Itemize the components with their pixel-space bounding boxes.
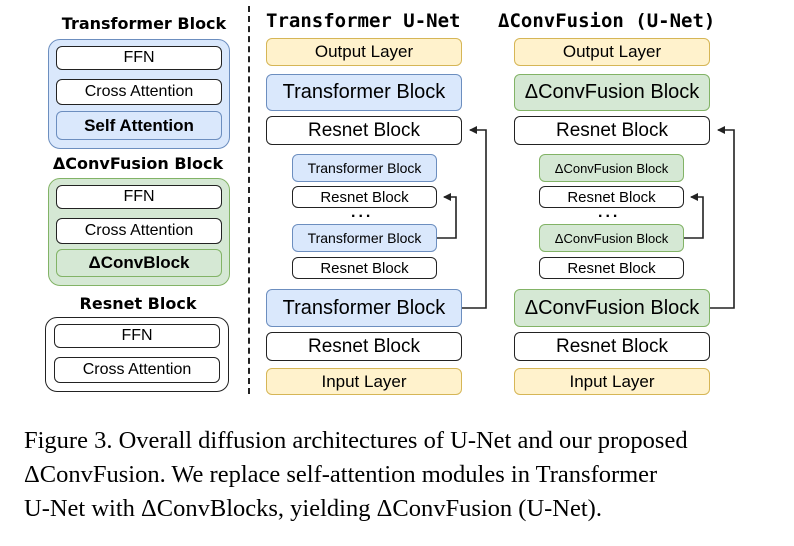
tu-inner-resnet-block-2: Resnet Block xyxy=(292,257,437,279)
cu-input-layer: Input Layer xyxy=(514,368,710,395)
convfusion-unet-title: ΔConvFusion (U-Net) xyxy=(498,10,716,32)
resnet-block-heading: Resnet Block xyxy=(79,294,197,313)
cu-bottom-resnet-block: Resnet Block xyxy=(514,332,710,361)
tu-bottom-resnet-block: Resnet Block xyxy=(266,332,462,361)
legend-cf-ffn: FFN xyxy=(56,185,222,209)
cu-output-layer: Output Layer xyxy=(514,38,710,66)
legend-cf-convblock: ΔConvBlock xyxy=(56,249,222,277)
cu-inner-convfusion-block-1: ΔConvFusion Block xyxy=(539,154,684,182)
tu-bottom-transformer-block: Transformer Block xyxy=(266,289,462,327)
legend-cf-cross-attention: Cross Attention xyxy=(56,218,222,244)
transformer-block-heading: Transformer Block xyxy=(61,14,227,33)
cu-inner-resnet-block-2: Resnet Block xyxy=(539,257,684,279)
caption-line-1: Figure 3. Overall diffusion architecture… xyxy=(24,427,688,454)
cu-ellipsis: ... xyxy=(598,204,621,221)
cu-inner-convfusion-block-2: ΔConvFusion Block xyxy=(539,224,684,252)
caption-line-3: U-Net with ΔConvBlocks, yielding ΔConvFu… xyxy=(24,495,602,522)
cu-top-resnet-block: Resnet Block xyxy=(514,116,710,145)
transformer-unet-title: Transformer U-Net xyxy=(266,10,461,32)
tu-inner-skip-arrow xyxy=(437,193,457,239)
cu-outer-skip-arrow xyxy=(710,126,735,309)
caption-line-2: ΔConvFusion. We replace self-attention m… xyxy=(24,461,658,488)
tu-inner-resnet-block-1: Resnet Block xyxy=(292,186,437,208)
tu-top-resnet-block: Resnet Block xyxy=(266,116,462,145)
cu-inner-resnet-block-1: Resnet Block xyxy=(539,186,684,208)
cu-inner-skip-arrow xyxy=(684,193,704,239)
convfusion-block-heading: ΔConvFusion Block xyxy=(52,154,224,173)
tu-input-layer: Input Layer xyxy=(266,368,462,395)
cu-bottom-convfusion-block: ΔConvFusion Block xyxy=(514,289,710,327)
cu-top-convfusion-block: ΔConvFusion Block xyxy=(514,74,710,111)
dashed-separator xyxy=(248,6,250,394)
tu-top-transformer-block: Transformer Block xyxy=(266,74,462,111)
tu-inner-transformer-block-1: Transformer Block xyxy=(292,154,437,182)
tu-output-layer: Output Layer xyxy=(266,38,462,66)
legend-rb-ffn: FFN xyxy=(54,324,220,348)
legend-tb-cross-attention: Cross Attention xyxy=(56,79,222,105)
tu-inner-transformer-block-2: Transformer Block xyxy=(292,224,437,252)
legend-rb-cross-attention: Cross Attention xyxy=(54,357,220,383)
legend-tb-ffn: FFN xyxy=(56,46,222,70)
figure-caption: Figure 3. Overall diffusion architecture… xyxy=(24,424,774,526)
tu-ellipsis: ... xyxy=(351,204,374,221)
legend-tb-self-attention: Self Attention xyxy=(56,111,222,140)
tu-outer-skip-arrow xyxy=(462,126,487,309)
